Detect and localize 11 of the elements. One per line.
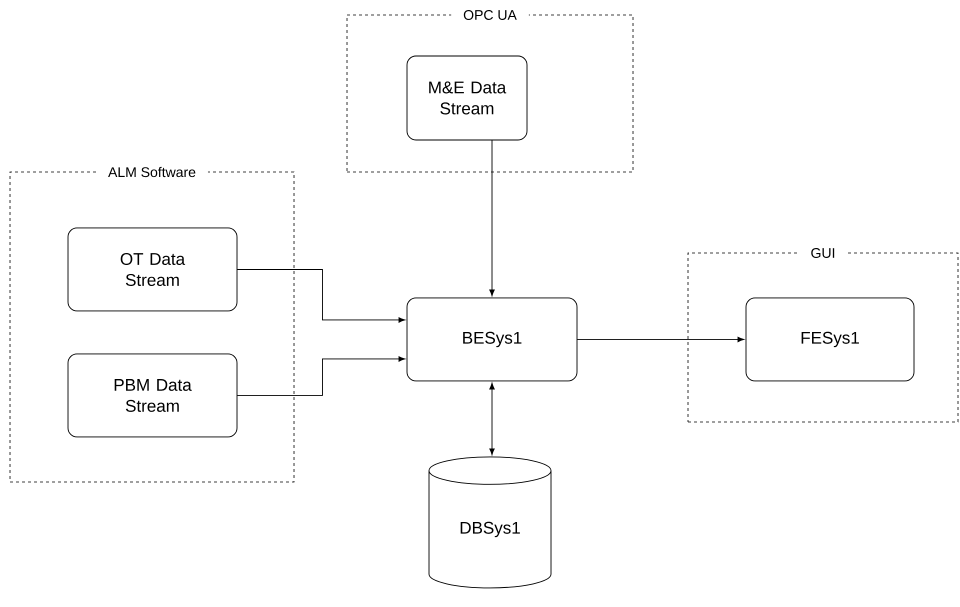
arrow (489, 382, 495, 456)
arrow (237, 269, 406, 323)
arrow (489, 140, 495, 296)
process-box: BESys1 (406, 298, 578, 382)
arrow (577, 336, 744, 342)
process-box: PBM Data Stream (68, 354, 238, 438)
process-box: OT Data Stream (68, 228, 238, 312)
database-cylinder: DBSys1 (428, 456, 552, 588)
process-box: FESys1 (746, 298, 914, 382)
arrow (237, 356, 406, 396)
process-box: M&E Data Stream (406, 56, 528, 140)
